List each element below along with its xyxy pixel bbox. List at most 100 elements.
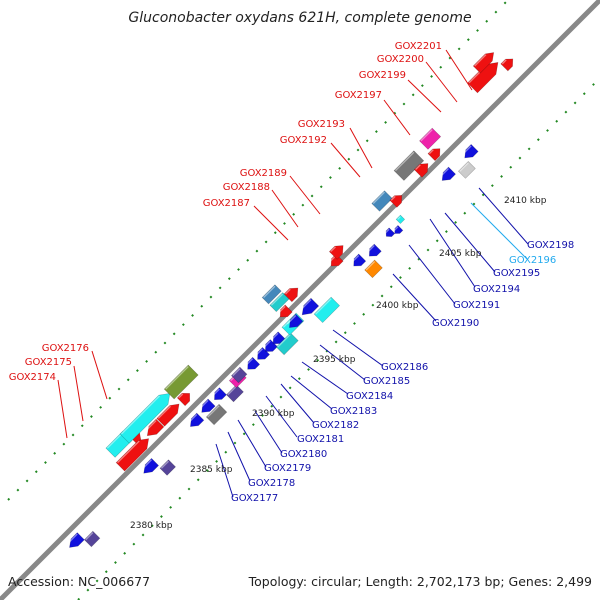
gene-glyph[interactable] — [366, 243, 382, 260]
leader-line — [57, 379, 68, 439]
gene-labels-bottom: GOX2198 GOX2196 GOX2195 GOX2194 GOX2191 … — [231, 240, 574, 504]
gene-label[interactable]: GOX2175 — [25, 357, 72, 368]
gene-label[interactable]: GOX2198 — [527, 240, 574, 251]
gene-glyph[interactable] — [427, 145, 444, 162]
gene-glyph[interactable] — [313, 296, 341, 324]
gene-label[interactable]: GOX2190 — [432, 318, 479, 329]
gene-glyph[interactable] — [393, 150, 425, 181]
gene-glyph-highlight — [227, 385, 237, 396]
gene-label[interactable]: GOX2197 — [335, 90, 382, 101]
gene-glyph-highlight — [286, 315, 297, 325]
leader-line — [470, 202, 528, 260]
gene-glyph[interactable] — [419, 127, 442, 150]
gene-label[interactable]: GOX2188 — [223, 182, 270, 193]
gene-glyph[interactable] — [298, 297, 320, 319]
gene-glyph[interactable] — [156, 400, 183, 427]
gene-glyph[interactable] — [283, 284, 302, 303]
leader-line — [237, 419, 267, 468]
leader-line — [408, 244, 456, 305]
gene-glyph[interactable] — [364, 259, 383, 279]
gene-glyph[interactable] — [187, 412, 205, 430]
gene-label[interactable]: GOX2201 — [395, 41, 442, 52]
kbp-label: 2385 kbp — [190, 465, 233, 475]
gene-labels-top: GOX2201 GOX2200 GOX2199 GOX2197 GOX2193 … — [9, 41, 442, 383]
gene-glyph-highlight — [277, 333, 291, 348]
gene-glyph[interactable] — [198, 398, 216, 416]
gene-glyph[interactable] — [413, 160, 432, 178]
gene-label[interactable]: GOX2186 — [381, 362, 428, 373]
gene-glyph[interactable] — [140, 457, 160, 476]
gene-label[interactable]: GOX2179 — [264, 463, 311, 474]
gene-glyph[interactable] — [461, 144, 479, 161]
gene-glyph[interactable] — [115, 434, 153, 472]
gene-glyph[interactable] — [350, 253, 367, 270]
gene-glyph[interactable] — [176, 389, 193, 407]
gene-label[interactable]: GOX2183 — [330, 406, 377, 417]
gene-glyph[interactable] — [163, 364, 199, 400]
leader-line — [319, 344, 366, 381]
gene-glyph[interactable] — [230, 366, 248, 384]
gene-glyph[interactable] — [457, 160, 476, 179]
gene-glyph-highlight — [420, 129, 433, 142]
leader-line — [215, 443, 234, 498]
gene-label[interactable]: GOX2174 — [9, 372, 56, 383]
gene-label[interactable]: GOX2193 — [298, 119, 345, 130]
gene-label[interactable]: GOX2194 — [473, 284, 520, 295]
gene-glyph[interactable] — [500, 55, 517, 72]
gene-glyph[interactable] — [472, 49, 497, 74]
gene-glyph-highlight — [254, 348, 264, 357]
leader-line — [478, 187, 529, 245]
gene-glyph[interactable] — [286, 313, 304, 331]
gene-label[interactable]: GOX2184 — [346, 391, 393, 402]
map-title: Gluconobacter oxydans 621H, complete gen… — [128, 10, 471, 26]
gene-glyph[interactable] — [389, 192, 406, 208]
gene-glyph[interactable] — [383, 227, 396, 239]
gene-glyph[interactable] — [254, 346, 271, 363]
gene-glyph[interactable] — [261, 284, 282, 305]
gene-label[interactable]: GOX2181 — [297, 434, 344, 445]
leader-line — [289, 175, 321, 215]
gene-label[interactable]: GOX2177 — [231, 493, 278, 504]
gene-glyph[interactable] — [159, 459, 176, 476]
gene-glyph[interactable] — [275, 332, 299, 356]
gene-glyph[interactable] — [439, 166, 456, 184]
gene-label[interactable]: GOX2176 — [42, 343, 89, 354]
gene-label[interactable]: GOX2180 — [280, 449, 327, 460]
leader-line — [253, 205, 289, 241]
gene-glyph[interactable] — [244, 356, 261, 373]
gene-label[interactable]: GOX2199 — [359, 70, 406, 81]
gene-glyph[interactable] — [277, 304, 293, 321]
gene-label[interactable]: GOX2195 — [493, 268, 540, 279]
gene-label[interactable]: GOX2189 — [240, 168, 287, 179]
gene-label[interactable]: GOX2196 — [509, 255, 556, 266]
gene-glyph[interactable] — [395, 214, 406, 225]
leader-line — [280, 383, 315, 424]
gene-track — [66, 49, 517, 551]
gene-label[interactable]: GOX2187 — [203, 198, 250, 209]
gene-glyph-highlight — [365, 260, 376, 271]
leader-line — [332, 329, 384, 367]
gene-label[interactable]: GOX2185 — [363, 376, 410, 387]
gene-glyph[interactable] — [119, 389, 174, 444]
gene-glyph[interactable] — [83, 530, 101, 548]
gene-glyph[interactable] — [143, 418, 165, 440]
gene-glyph[interactable] — [392, 224, 404, 236]
gene-label[interactable]: GOX2182 — [312, 420, 359, 431]
gene-label[interactable]: GOX2178 — [248, 478, 295, 489]
gene-glyph[interactable] — [262, 339, 278, 356]
gene-label[interactable]: GOX2200 — [377, 54, 424, 65]
gene-glyph-highlight — [459, 162, 469, 172]
leader-line — [91, 350, 108, 400]
gene-glyph-highlight — [232, 368, 241, 377]
gene-glyph[interactable] — [66, 532, 85, 551]
gene-glyph-highlight — [262, 340, 271, 349]
gene-glyph[interactable] — [205, 403, 228, 426]
gene-glyph[interactable] — [328, 253, 344, 270]
gene-glyph[interactable] — [270, 331, 286, 348]
gene-glyph[interactable] — [226, 384, 244, 403]
gene-label[interactable]: GOX2192 — [280, 135, 327, 146]
gene-label[interactable]: GOX2191 — [453, 300, 500, 311]
gene-glyph[interactable] — [328, 242, 347, 260]
gene-glyph[interactable] — [211, 387, 227, 404]
